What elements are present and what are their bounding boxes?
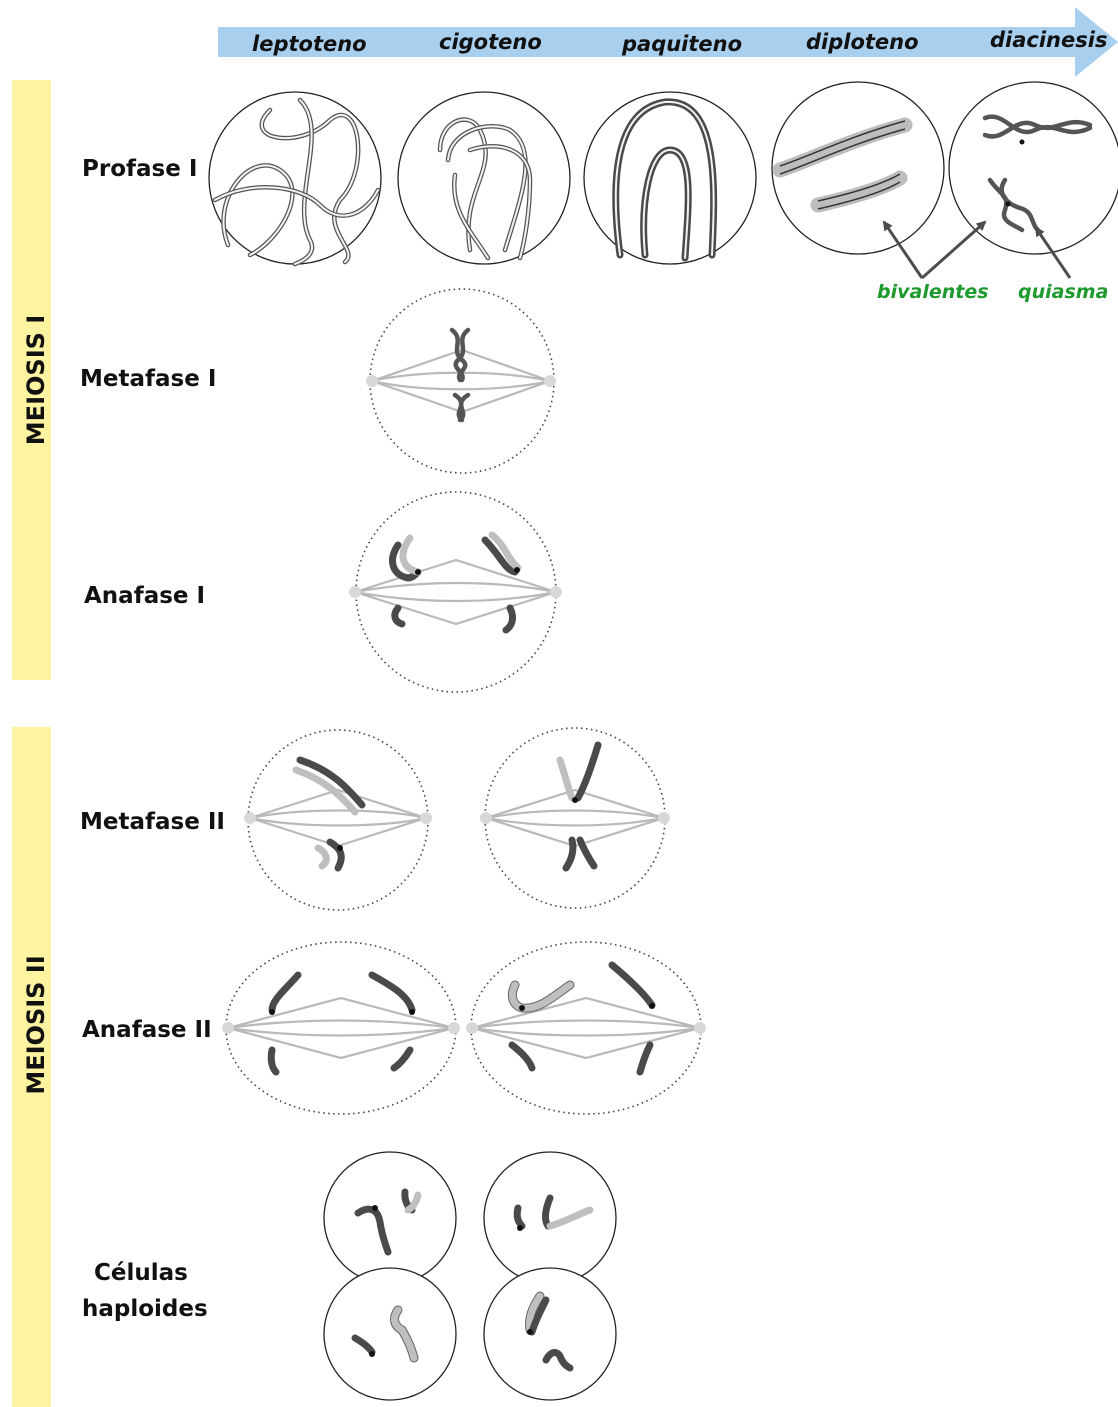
annotation-quiasma: quiasma: [1018, 281, 1108, 303]
row-label-metafase-1: Metafase I: [80, 366, 216, 392]
metafase-2-cell-right: [480, 728, 670, 908]
annotation-bivalentes: bivalentes: [877, 281, 989, 303]
metafase-1-cell: [366, 289, 556, 473]
anafase-1-cell: [349, 492, 562, 692]
row-label-profase-1: Profase I: [82, 156, 197, 182]
profase-cell-paquiteno: [584, 92, 756, 264]
anafase-2-cell-right: [466, 942, 706, 1114]
row-label-anafase-1: Anafase I: [84, 583, 205, 609]
profase-cell-diacinesis: [949, 82, 1118, 254]
haploid-cell-4: [484, 1268, 616, 1400]
haploid-cell-1: [324, 1152, 456, 1284]
haploid-cell-3: [324, 1268, 456, 1400]
stage-label-diploteno: diploteno: [806, 30, 919, 54]
stage-label-paquiteno: paquiteno: [621, 32, 742, 56]
stage-label-leptoteno: leptoteno: [252, 32, 367, 56]
haploid-cell-2: [484, 1152, 616, 1284]
row-label-metafase-2: Metafase II: [80, 809, 225, 835]
metafase-2-cell-left: [244, 730, 432, 910]
meiosis-1-label: MEIOSIS I: [22, 315, 50, 445]
profase-cell-diploteno: [772, 82, 944, 254]
profase-cell-leptoteno: [209, 92, 381, 264]
meiosis-2-label: MEIOSIS II: [22, 955, 50, 1094]
stage-arrow: leptoteno cigoteno paquiteno diploteno d…: [218, 7, 1118, 77]
profase-cell-cigoteno: [398, 92, 570, 264]
row-label-anafase-2: Anafase II: [82, 1017, 212, 1043]
row-label-haploides: haploides: [82, 1296, 208, 1322]
stage-label-cigoteno: cigoteno: [439, 30, 542, 54]
anafase-2-cell-left: [222, 942, 460, 1114]
stage-label-diacinesis: diacinesis: [990, 28, 1107, 52]
row-label-celulas: Células: [94, 1260, 188, 1286]
